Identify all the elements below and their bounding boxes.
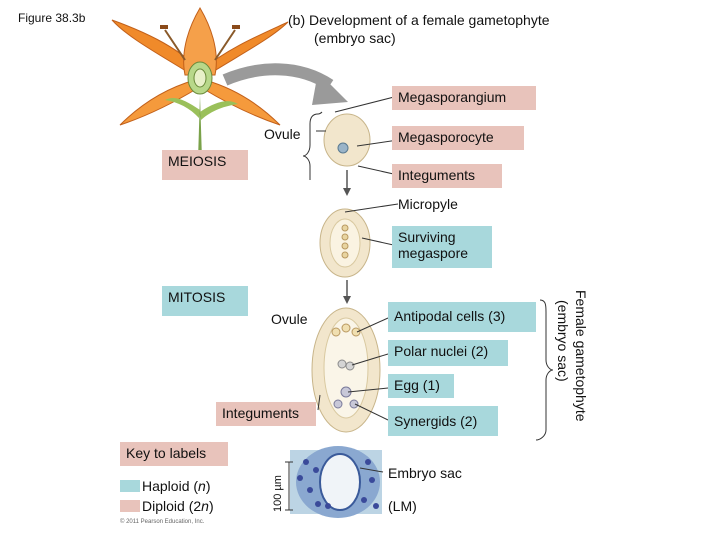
haploid-swatch [120,480,140,492]
title-part: (b) [288,12,306,28]
mitosis-label: MITOSIS [162,286,248,316]
curved-arrow [222,63,334,91]
ovule-stage-3 [311,307,381,433]
ovule-top-label: Ovule [264,126,301,142]
copyright: © 2011 Pearson Education, Inc. [120,519,205,525]
female-gametophyte-line2: (embryo sac) [555,300,571,382]
haploid-key-label: Haploid (n) [142,478,211,494]
figure-title: (b) Development of a female gametophyte [288,12,550,28]
ovule-bottom-label: Ovule [271,311,308,327]
surviving-line2: megaspore [398,245,469,261]
integuments-bottom-label: Integuments [216,402,316,426]
embryo-sac-micrograph [290,446,382,518]
megasporangium-label: Megasporangium [392,86,536,110]
figure-label: Figure 38.3b [18,11,86,25]
antipodal-cells-label: Antipodal cells (3) [388,302,536,332]
meiosis-label: MEIOSIS [162,150,248,180]
synergids-label: Synergids (2) [388,406,498,436]
polar-nuclei-label: Polar nuclei (2) [388,340,508,366]
key-title: Key to labels [120,442,228,466]
female-gametophyte-line1: Female gametophyte [573,290,589,422]
surviving-line1: Surviving [398,229,456,245]
ovule-stage-2 [319,208,371,278]
ovule-stage-1 [323,113,371,167]
title-line1: Development of a female gametophyte [309,12,550,28]
micropyle-label: Micropyle [398,196,458,212]
scale-bar-label: 100 µm [272,475,284,512]
diploid-key-label: Diploid (2n) [142,498,214,514]
lm-label: (LM) [388,498,417,514]
surviving-megaspore-label: Surviving megaspore [392,226,492,268]
egg-label: Egg (1) [388,374,454,398]
lily-flower-illustration [111,7,289,160]
title-line2: (embryo sac) [314,30,396,46]
megasporocyte-label: Megasporocyte [392,126,524,150]
embryo-sac-label: Embryo sac [388,465,462,481]
integuments-top-label: Integuments [392,164,502,188]
diploid-swatch [120,500,140,512]
